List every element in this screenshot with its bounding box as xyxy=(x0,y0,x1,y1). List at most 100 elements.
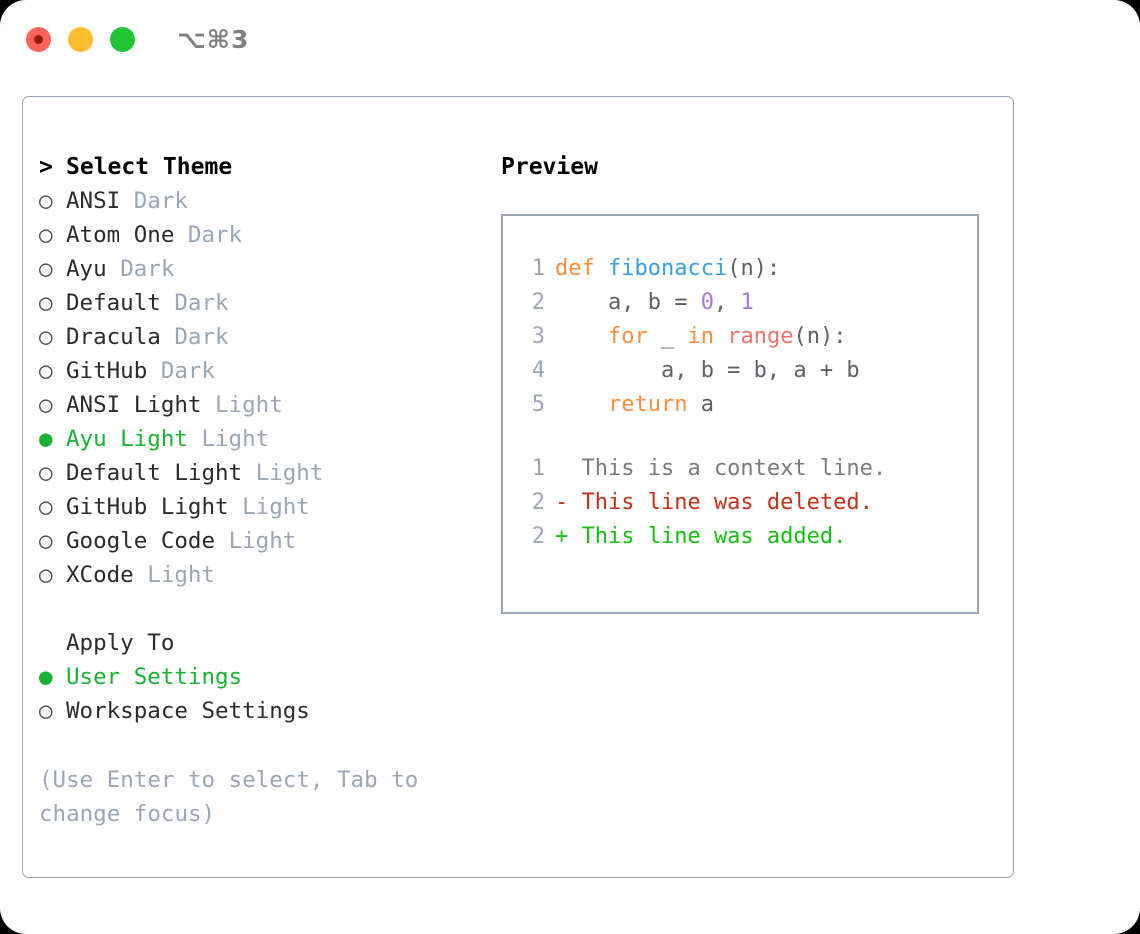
traffic-light-group xyxy=(26,26,135,52)
theme-kind-label: Light xyxy=(215,392,283,418)
theme-list-item[interactable]: ○Default Dark xyxy=(39,286,469,320)
code-token: (n): xyxy=(727,256,781,281)
code-token: 0 xyxy=(700,290,714,315)
code-line: 3 for _ in range(n): xyxy=(519,320,971,354)
apply-to-option[interactable]: ●User Settings xyxy=(39,660,469,694)
theme-name-label: XCode xyxy=(66,562,134,588)
diff-line-number: 2 xyxy=(531,490,545,515)
spacer xyxy=(188,426,202,452)
theme-list-item[interactable]: ○Google Code Light xyxy=(39,524,469,558)
code-token xyxy=(555,392,608,417)
code-token: for xyxy=(607,324,648,349)
code-token: a xyxy=(687,392,714,417)
theme-kind-label: Light xyxy=(255,460,324,486)
title-bar: ⌥⌘3 xyxy=(0,0,1140,78)
theme-kind-label: Dark xyxy=(133,188,188,214)
select-theme-heading-label: Select Theme xyxy=(66,154,233,180)
spacer xyxy=(161,324,175,350)
code-line-number: 2 xyxy=(531,290,545,315)
theme-name-label: Ayu xyxy=(66,256,107,282)
diff-line: 2 - This line was deleted. xyxy=(519,486,971,520)
radio-unselected-icon: ○ xyxy=(39,562,53,588)
theme-list-item[interactable]: ● Ayu Light Light xyxy=(39,422,469,456)
code-token xyxy=(714,324,727,349)
theme-list: ○ANSI Dark○Atom One Dark○Ayu Dark○Defaul… xyxy=(39,184,469,592)
apply-to-option[interactable]: ○ Workspace Settings xyxy=(39,694,469,728)
preview-heading: Preview xyxy=(501,154,598,180)
theme-name-label: Ayu Light xyxy=(66,426,188,452)
code-token xyxy=(555,324,608,349)
theme-name-label: ANSI Light xyxy=(66,392,202,418)
radio-unselected-icon: ○ xyxy=(39,528,53,554)
theme-kind-label: Dark xyxy=(187,222,243,248)
radio-unselected-icon: ○ xyxy=(39,698,53,724)
help-text: (Use Enter to select, Tab to change focu… xyxy=(39,767,419,827)
preview-separator xyxy=(519,422,971,452)
apply-to-heading: Apply To xyxy=(39,626,469,660)
theme-list-item[interactable]: ○ Default Light Light xyxy=(39,456,469,490)
spacer xyxy=(174,222,188,248)
cursor-marker-icon: > xyxy=(39,154,53,180)
apply-to-heading-label: Apply To xyxy=(66,630,175,656)
theme-list-item[interactable]: ○GitHub Dark xyxy=(39,354,469,388)
diff-line: 1 This is a context line. xyxy=(519,452,971,486)
theme-kind-label: Light xyxy=(228,528,297,554)
diff-line-text: - This line was deleted. xyxy=(555,490,873,515)
code-token: a, b = xyxy=(555,290,701,315)
theme-list-item[interactable]: ○GitHub Light Light xyxy=(39,490,469,524)
theme-kind-label: Dark xyxy=(160,358,216,384)
apply-to-option-label: Workspace Settings xyxy=(66,698,310,724)
theme-kind-label: Light xyxy=(147,562,216,588)
radio-unselected-icon: ○ xyxy=(39,324,53,350)
code-line: 5 return a xyxy=(519,388,971,422)
theme-name-label: Default xyxy=(66,290,161,316)
code-line-number: 5 xyxy=(531,392,545,417)
theme-list-item[interactable]: ○ANSI Dark xyxy=(39,184,469,218)
spacer xyxy=(215,528,229,554)
spacer xyxy=(201,392,215,418)
theme-name-label: Dracula xyxy=(66,324,161,350)
radio-unselected-icon: ○ xyxy=(39,460,53,486)
code-token: (n): xyxy=(793,324,847,349)
theme-list-item[interactable]: ○ Atom One Dark xyxy=(39,218,469,252)
theme-name-label: Atom One xyxy=(66,222,175,248)
spacer xyxy=(229,494,243,520)
theme-kind-label: Light xyxy=(201,426,270,452)
theme-list-item[interactable]: ○ Dracula Dark xyxy=(39,320,469,354)
spacer xyxy=(242,460,256,486)
theme-name-label: GitHub xyxy=(66,358,148,384)
theme-list-item[interactable]: ○Ayu Dark xyxy=(39,252,469,286)
code-token: 1 xyxy=(740,290,754,315)
radio-unselected-icon: ○ xyxy=(39,222,53,248)
radio-unselected-icon: ○ xyxy=(39,494,53,520)
radio-selected-icon: ● xyxy=(39,426,53,452)
apply-to-list: ●User Settings ○ Workspace Settings xyxy=(39,660,469,728)
theme-list-item[interactable]: ○ ANSI Light Light xyxy=(39,388,469,422)
close-window-button[interactable] xyxy=(26,26,51,52)
minimize-window-button[interactable] xyxy=(68,26,93,52)
radio-unselected-icon: ○ xyxy=(39,188,53,214)
radio-unselected-icon: ○ xyxy=(39,392,53,418)
code-line: 4 a, b = b, a + b xyxy=(519,354,971,388)
code-token: fibonacci xyxy=(608,256,728,281)
code-line-number: 1 xyxy=(531,256,545,281)
code-token xyxy=(595,256,608,281)
maximize-window-button[interactable] xyxy=(110,26,135,52)
spacer xyxy=(134,562,148,588)
code-token: a, b = b, a + b xyxy=(555,358,860,383)
theme-kind-label: Dark xyxy=(174,290,229,316)
theme-name-label: Default Light xyxy=(66,460,243,486)
diff-line-number: 1 xyxy=(531,456,545,481)
diff-line: 2+ This line was added. xyxy=(519,520,971,554)
theme-list-item[interactable]: ○ XCode Light xyxy=(39,558,469,592)
code-token: range xyxy=(727,324,794,349)
theme-kind-label: Dark xyxy=(174,324,229,350)
theme-kind-label: Dark xyxy=(120,256,175,282)
apply-to-group: Apply To ●User Settings ○ Workspace Settin… xyxy=(39,626,469,728)
spacer xyxy=(147,358,161,384)
window-shortcut-label: ⌥⌘3 xyxy=(177,24,250,54)
radio-selected-icon: ● xyxy=(39,664,53,690)
